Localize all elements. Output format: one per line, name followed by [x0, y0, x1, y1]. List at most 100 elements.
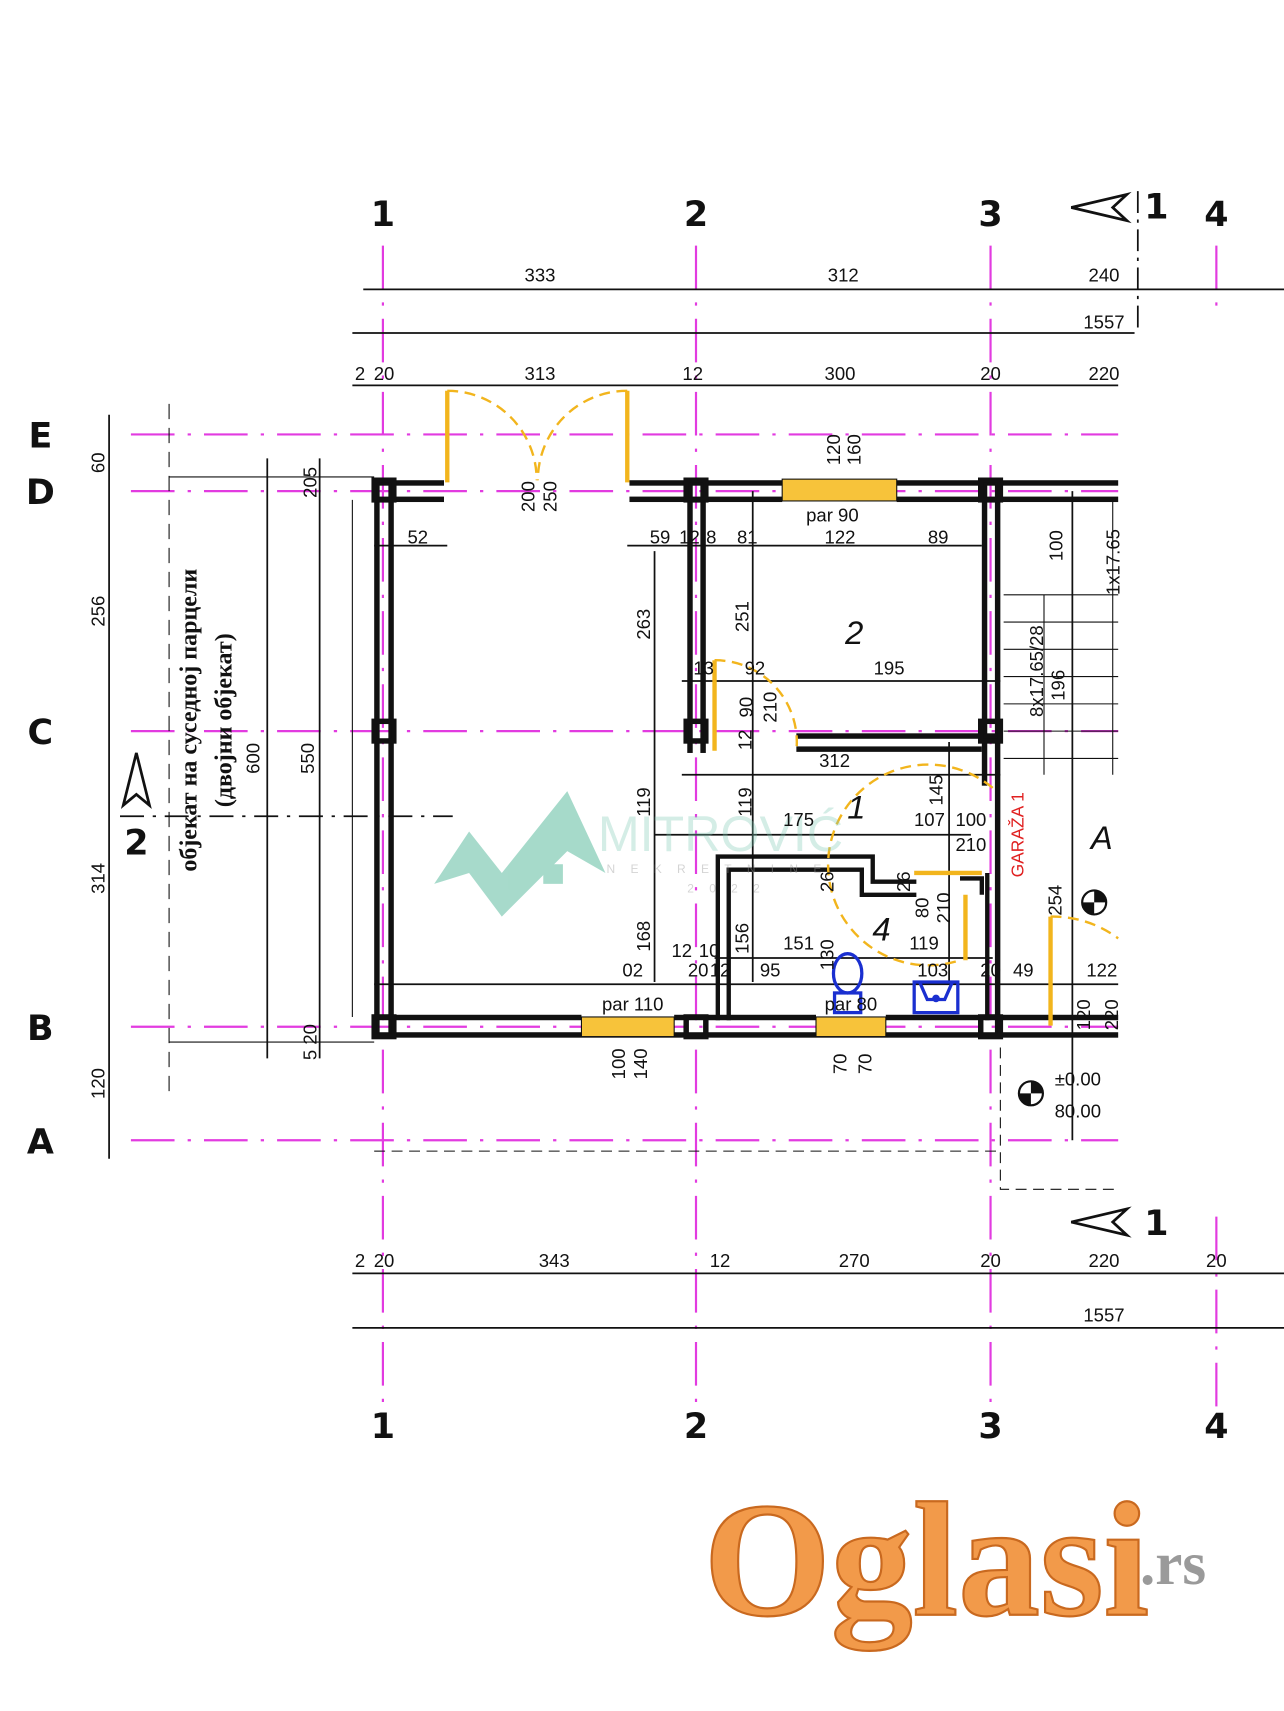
grid-axis-label: 2 [684, 195, 708, 235]
room-number: A [1089, 819, 1113, 856]
dimension-label: 140 [630, 1048, 651, 1079]
section-arrow-icon [1070, 191, 1132, 224]
dimension-label: 13 [693, 657, 714, 678]
dimension-lines [108, 191, 1284, 1329]
dimension-label: 256 [88, 596, 109, 627]
dimension-label: 130 [816, 939, 837, 970]
walls [371, 477, 1119, 1040]
doors-windows [445, 389, 1119, 1038]
grid-axis-label: 2 [684, 1407, 708, 1447]
house-logo-icon [434, 791, 606, 917]
dimension-label: 100 [955, 809, 986, 830]
dimension-label: 60 [88, 452, 109, 473]
dimension-label: 270 [839, 1250, 870, 1271]
dimension-label: 10 [699, 940, 720, 961]
dimension-label: 168 [633, 921, 654, 952]
dimension-label: 220 [1101, 999, 1122, 1030]
dimension-label: 20 [980, 1250, 1001, 1271]
logo-tld: .rs [1140, 1531, 1206, 1598]
dimension-label: 26 [893, 871, 914, 892]
section-mark-label: 1 [1144, 1204, 1168, 1244]
dimension-label: 550 [297, 743, 318, 774]
logo-name: Oglasi [704, 1470, 1150, 1651]
level-marker-icon [1017, 889, 1108, 1107]
dimension-label: par 90 [806, 505, 859, 526]
room-number: 1 [847, 788, 865, 825]
watermark-name: MITROVIĆ [598, 806, 843, 862]
dimension-label: 12 [679, 527, 700, 548]
dimension-label: 95 [760, 960, 781, 981]
dimension-label: 205 [299, 467, 320, 498]
dimension-label: 12 [672, 940, 693, 961]
room-number: 2 [844, 614, 863, 651]
grid-axis-label: A [27, 1122, 54, 1162]
neighbor-note-line2: (двојни објекат) [211, 633, 237, 807]
watermark-sub: NEKRETNINE [607, 862, 837, 876]
dimension-label: 8 [706, 527, 716, 548]
dimension-label: 175 [783, 809, 814, 830]
level-relative: ±0.00 [1055, 1069, 1101, 1090]
dimension-label: 210 [933, 892, 954, 923]
mitrovic-watermark: MITROVIĆ NEKRETNINE 2022 [434, 791, 843, 917]
dimension-label: 312 [819, 750, 850, 771]
dimension-label: 120 [88, 1068, 109, 1099]
dimension-label: 2 [355, 1250, 365, 1271]
dimension-label: 100 [608, 1048, 629, 1079]
dimension-label: 8x17.65/28 [1026, 625, 1047, 717]
dimension-label: 313 [525, 363, 556, 384]
section-arrow-icon [1070, 1206, 1132, 1238]
dimension-label: 251 [731, 601, 752, 632]
grid-axis-label: E [28, 416, 52, 456]
dimension-label: 220 [1089, 363, 1120, 384]
dimension-label: 59 [650, 527, 671, 548]
dimension-label: 90 [736, 697, 757, 718]
dimension-label: 107 [914, 809, 945, 830]
dimension-label: 312 [828, 265, 859, 286]
grid-axis-label: B [27, 1009, 54, 1049]
dimension-label: 122 [1086, 960, 1117, 981]
dimension-label: 119 [633, 787, 654, 817]
dimension-label: 343 [539, 1250, 570, 1271]
dimension-label: 02 [622, 960, 643, 981]
toilet-icon [831, 952, 864, 995]
dimension-label: 12 [710, 960, 731, 981]
dimension-label: 120 [823, 434, 844, 465]
grid-axis-label: C [28, 713, 54, 753]
dimension-label: 49 [1013, 960, 1034, 981]
dimension-label: 196 [1048, 670, 1069, 701]
dimension-label: 263 [633, 609, 654, 640]
dimension-label: 119 [909, 932, 939, 953]
dimension-label: 1557 [1083, 1304, 1124, 1325]
dimension-label: 100 [1046, 530, 1067, 561]
dimension-label: 52 [408, 527, 429, 548]
dimension-label: 195 [874, 657, 905, 678]
dimension-label: 122 [825, 527, 856, 548]
dimension-label: 81 [737, 527, 758, 548]
dimension-label: par 110 [602, 993, 663, 1014]
dimension-label: 1557 [1083, 312, 1124, 333]
dimension-label: 20 [374, 363, 395, 384]
dimension-label: 92 [745, 657, 766, 678]
dimension-label: 12 [710, 1250, 731, 1271]
grid-axis-lines [130, 245, 1218, 1408]
dimension-label: 20 [980, 960, 1001, 981]
dimension-label: 600 [243, 743, 264, 774]
dimension-label: 70 [830, 1054, 851, 1075]
dimension-label: 151 [783, 932, 814, 953]
dimension-label: 210 [955, 834, 986, 855]
neighbor-note-line1: објекат на суседној парцели [176, 569, 202, 872]
dimension-label: 20 [980, 363, 1001, 384]
dimension-label: 1x17.65 [1102, 529, 1123, 595]
garage-label: GARAŽA 1 [1007, 792, 1027, 877]
dimension-label: 12 [682, 363, 703, 384]
dimension-label: 5 20 [299, 1024, 320, 1060]
dimension-label: 254 [1044, 885, 1065, 916]
grid-axis-label: D [26, 473, 55, 513]
dimension-label: 333 [525, 265, 556, 286]
oglasi-logo: Oglasi .rs [703, 1469, 1207, 1652]
grid-axis-label: 3 [978, 1407, 1002, 1447]
grid-axis-label: 3 [978, 195, 1002, 235]
dimension-label: 119 [735, 787, 756, 817]
dimension-label: 145 [926, 775, 947, 806]
watermark-year: 2022 [687, 882, 775, 896]
